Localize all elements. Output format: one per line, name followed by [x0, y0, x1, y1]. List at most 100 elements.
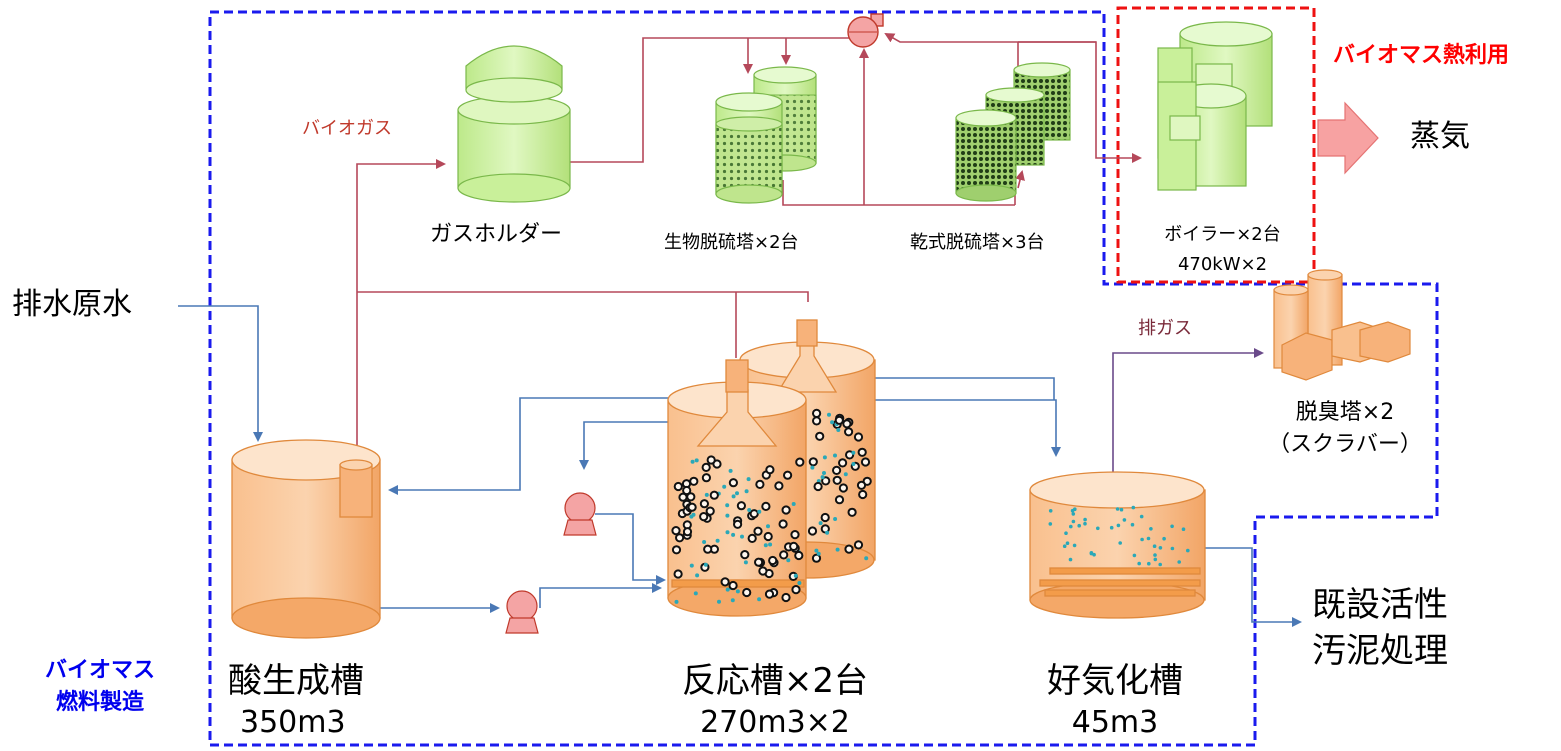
deodor-label-1: 脱臭塔×2: [1295, 400, 1395, 425]
aeration-bubble: [1146, 536, 1151, 541]
granule: [742, 587, 752, 598]
granule: [701, 462, 711, 472]
granule: [813, 481, 823, 492]
granule: [791, 502, 796, 506]
granule: [763, 543, 768, 548]
aeration-bubble: [1048, 509, 1053, 513]
gas-holder: [457, 45, 571, 203]
bio-desulf-label: 生物脱硫塔×2台: [664, 232, 799, 253]
granule: [793, 573, 798, 578]
aeration-bubble: [1083, 521, 1087, 526]
granule: [815, 431, 825, 441]
granule: [758, 566, 768, 576]
aeration-bubble: [1065, 541, 1070, 545]
granule: [731, 532, 736, 537]
granule: [682, 485, 692, 496]
granule: [722, 484, 727, 489]
granule: [838, 483, 849, 493]
granule: [822, 471, 826, 475]
granule: [818, 521, 823, 526]
granule: [795, 457, 805, 467]
granule: [820, 475, 825, 480]
aerobic-label-1: 好気化槽: [1047, 661, 1183, 701]
aeration-bubble: [1072, 543, 1077, 548]
granule: [743, 560, 748, 565]
granule: [720, 577, 730, 587]
exhaust-gas-label: 排ガス: [1138, 318, 1192, 339]
granule: [689, 476, 699, 486]
granule: [816, 551, 821, 556]
granule: [755, 479, 765, 489]
aeration-bubble: [1162, 536, 1166, 541]
granule: [844, 544, 854, 554]
granule: [728, 468, 733, 473]
granule: [832, 475, 842, 485]
aeration-bubble: [1109, 525, 1114, 530]
steam-label: 蒸気: [1410, 119, 1470, 154]
granule: [686, 492, 696, 502]
aeration-bubble: [1071, 512, 1076, 516]
aeration-bubble: [1181, 527, 1186, 531]
granule: [706, 455, 716, 465]
aeration-bubble: [1064, 531, 1068, 535]
raw-wastewater-label: 排水原水: [12, 287, 132, 322]
granule: [703, 544, 713, 554]
granule: [847, 507, 857, 517]
granule: [705, 506, 715, 516]
aeration-bubble: [1115, 507, 1120, 511]
granule: [702, 540, 707, 544]
granule: [833, 517, 838, 521]
aerobic-bubbles: [1048, 505, 1190, 567]
granule: [728, 580, 738, 591]
granule: [821, 476, 831, 486]
granule: [842, 419, 852, 429]
reactor-label-2: 270m3×2: [700, 705, 850, 740]
granule: [812, 416, 822, 426]
aeration-bubble: [1139, 514, 1144, 519]
granule: [827, 412, 831, 417]
granule: [807, 526, 818, 536]
granule: [860, 457, 871, 467]
aeration-bubble: [1089, 551, 1094, 556]
granule: [761, 501, 771, 511]
aeration-bubble: [1140, 537, 1144, 542]
reactor-granules: [671, 408, 872, 604]
granule: [811, 553, 822, 563]
aerobic-label-2: 45m3: [1071, 705, 1159, 740]
gas-lines: [356, 33, 1142, 490]
granule: [763, 531, 773, 542]
granule: [790, 530, 800, 540]
granule: [671, 526, 681, 536]
granule: [757, 597, 762, 602]
aeration-bubble: [1149, 527, 1153, 531]
fuel-production-label-1: バイオマス: [44, 658, 155, 683]
aeration-bubble: [1153, 557, 1158, 562]
granule: [856, 480, 867, 490]
granule: [791, 585, 801, 595]
aeration-bubble: [1170, 546, 1175, 551]
granule: [701, 473, 712, 483]
granule: [704, 492, 709, 497]
dry-desulf-label: 乾式脱硫塔×3台: [910, 232, 1045, 253]
aeration-bubble: [1130, 522, 1135, 527]
granule: [673, 569, 683, 579]
granule: [747, 533, 757, 544]
granule: [725, 587, 730, 592]
aeration-bubble: [1137, 561, 1141, 566]
granule: [768, 542, 773, 547]
granule: [779, 550, 789, 560]
deodor-towers: [1273, 269, 1411, 381]
granule: [812, 408, 822, 418]
granule: [730, 598, 735, 603]
aeration-bubble: [1096, 526, 1100, 531]
granule: [693, 591, 698, 596]
granule: [843, 472, 848, 477]
granule: [858, 489, 868, 500]
fuel-production-label-2: 燃料製造: [55, 690, 144, 715]
aeration-bubble: [1048, 522, 1053, 526]
aeration-bubble: [1147, 561, 1151, 566]
acid-tank-label-2: 350m3: [240, 705, 346, 740]
aeration-bubble: [1153, 553, 1157, 557]
